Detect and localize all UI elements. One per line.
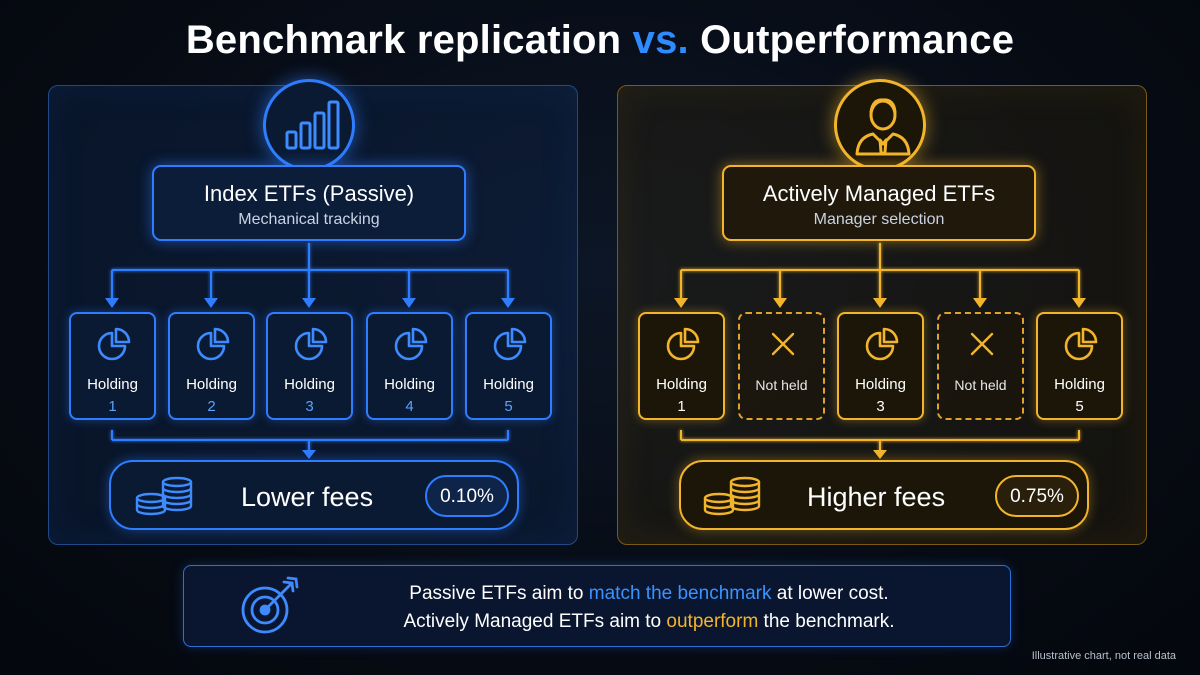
holding-label: Holding bbox=[87, 376, 138, 393]
active-icon-circle bbox=[834, 79, 926, 171]
holding-number: 5 bbox=[504, 398, 513, 415]
active-holding-card: Holding 5 bbox=[1036, 312, 1123, 420]
active-holding-card: Holding 1 bbox=[638, 312, 725, 420]
holding-number: 4 bbox=[405, 398, 414, 415]
coins-stack-icon bbox=[703, 476, 761, 516]
holding-label: Holding bbox=[855, 376, 906, 393]
pie-chart-icon bbox=[666, 327, 700, 361]
summary-line1-a: Passive ETFs aim to bbox=[409, 583, 589, 604]
bar-chart-icon bbox=[285, 100, 340, 150]
summary-highlight-match: match the benchmark bbox=[588, 583, 772, 604]
manager-person-icon bbox=[855, 98, 911, 156]
active-holding-card: Holding 3 bbox=[837, 312, 924, 420]
holding-number: 3 bbox=[876, 398, 885, 415]
not-held-label: Not held bbox=[954, 377, 1007, 393]
summary-line1-b: at lower cost. bbox=[771, 583, 889, 604]
holding-number: 3 bbox=[305, 398, 314, 415]
pie-chart-icon bbox=[1064, 327, 1098, 361]
summary-line2-a: Actively Managed ETFs aim to bbox=[403, 611, 667, 632]
active-header: Actively Managed ETFs Manager selection bbox=[722, 165, 1036, 241]
summary-line-1: Passive ETFs aim to match the benchmark … bbox=[299, 583, 999, 605]
not-held-label: Not held bbox=[755, 377, 808, 393]
passive-fee-bar: Lower fees 0.10% bbox=[109, 460, 519, 530]
title-connector: vs. bbox=[632, 18, 689, 62]
title-end: Outperformance bbox=[700, 18, 1015, 62]
holding-number: 2 bbox=[207, 398, 216, 415]
holding-label: Holding bbox=[284, 376, 335, 393]
passive-icon-circle bbox=[263, 79, 355, 171]
not-held-card: Not held bbox=[937, 312, 1024, 420]
active-header-subtitle: Manager selection bbox=[813, 211, 945, 228]
holding-number: 5 bbox=[1075, 398, 1084, 415]
summary-line2-b: the benchmark. bbox=[758, 611, 895, 632]
passive-header-title: Index ETFs (Passive) bbox=[203, 181, 415, 206]
footnote: Illustrative chart, not real data bbox=[1031, 650, 1176, 662]
active-fee-bar: Higher fees 0.75% bbox=[679, 460, 1089, 530]
active-connectors bbox=[680, 243, 1080, 452]
pie-chart-icon bbox=[294, 327, 328, 361]
x-mark-icon bbox=[970, 332, 994, 356]
holding-label: Holding bbox=[186, 376, 237, 393]
passive-header: Index ETFs (Passive) Mechanical tracking bbox=[152, 165, 466, 241]
pie-chart-icon bbox=[196, 327, 230, 361]
passive-holding-card: Holding 2 bbox=[168, 312, 255, 420]
fee-value: 0.10% bbox=[440, 486, 494, 507]
title-main: Benchmark replication bbox=[185, 18, 622, 62]
coins-stack-icon bbox=[135, 476, 193, 516]
pie-chart-icon bbox=[97, 327, 131, 361]
passive-arrowheads bbox=[105, 298, 515, 459]
passive-connectors bbox=[111, 243, 509, 452]
summary-highlight-outperform: outperform bbox=[666, 611, 759, 632]
holding-number: 1 bbox=[677, 398, 686, 415]
holding-number: 1 bbox=[108, 398, 117, 415]
active-header-title: Actively Managed ETFs bbox=[762, 181, 996, 206]
fee-value-pill: 0.75% bbox=[995, 475, 1079, 517]
fee-value-pill: 0.10% bbox=[425, 475, 509, 517]
passive-holding-card: Holding 4 bbox=[366, 312, 453, 420]
x-mark-icon bbox=[771, 332, 795, 356]
passive-holding-card: Holding 3 bbox=[266, 312, 353, 420]
summary-line-2: Actively Managed ETFs aim to outperform … bbox=[299, 611, 999, 633]
passive-holding-card: Holding 5 bbox=[465, 312, 552, 420]
not-held-card: Not held bbox=[738, 312, 825, 420]
holding-label: Holding bbox=[656, 376, 707, 393]
holding-label: Holding bbox=[483, 376, 534, 393]
fee-value: 0.75% bbox=[1010, 486, 1064, 507]
holding-label: Holding bbox=[1054, 376, 1105, 393]
active-arrowheads bbox=[674, 298, 1086, 459]
pie-chart-icon bbox=[493, 327, 527, 361]
fee-label: Higher fees bbox=[807, 482, 946, 512]
summary-box: Passive ETFs aim to match the benchmark … bbox=[183, 565, 1011, 647]
target-arrow-icon bbox=[241, 576, 299, 634]
passive-holding-card: Holding 1 bbox=[69, 312, 156, 420]
pie-chart-icon bbox=[865, 327, 899, 361]
holding-label: Holding bbox=[384, 376, 435, 393]
passive-header-subtitle: Mechanical tracking bbox=[238, 211, 380, 228]
fee-label: Lower fees bbox=[241, 482, 374, 512]
page-title: Benchmark replication vs. Outperformance bbox=[0, 18, 1200, 63]
pie-chart-icon bbox=[394, 327, 428, 361]
